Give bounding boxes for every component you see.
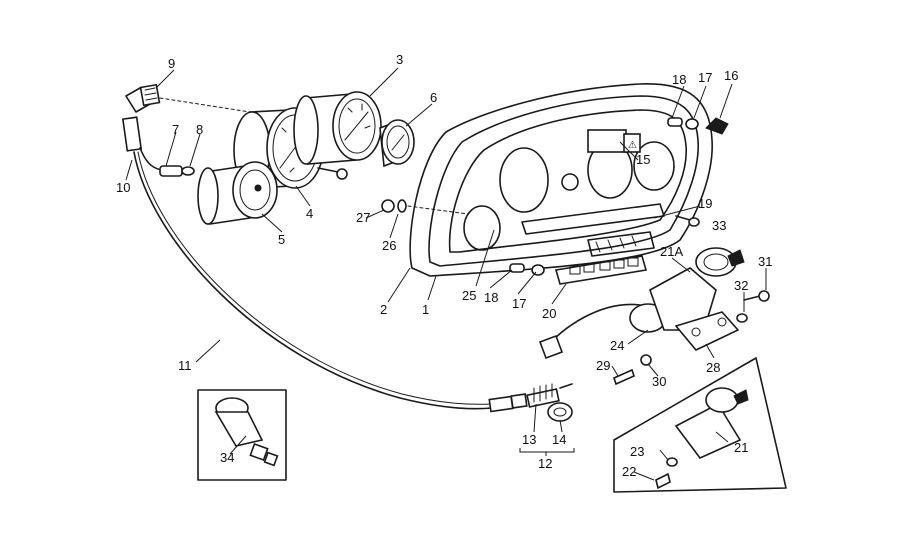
callout-2: 2 — [380, 302, 387, 317]
hazard-glyph: ⚠ — [628, 140, 637, 151]
aux-gauge — [197, 161, 278, 225]
callout-34: 34 — [220, 450, 234, 465]
callout-15: 15 — [636, 152, 650, 167]
callout-9: 9 — [168, 56, 175, 71]
drive-nut-14 — [547, 402, 573, 422]
indicator-lens-strip — [587, 231, 655, 257]
fastener-27-26 — [381, 199, 469, 215]
callout-30: 30 — [652, 374, 666, 389]
screw-33 — [675, 215, 700, 227]
callout-29: 29 — [596, 358, 610, 373]
callout-10: 10 — [116, 180, 130, 195]
callout-27: 27 — [356, 210, 370, 225]
switch-block — [554, 255, 648, 285]
callout-26: 26 — [382, 238, 396, 253]
callout-1: 1 — [422, 302, 429, 317]
callout-8: 8 — [196, 122, 203, 137]
callout-12: 12 — [538, 456, 552, 471]
rev-counter-gauge — [293, 91, 382, 165]
callout-31: 31 — [758, 254, 772, 269]
callout-18-low: 18 — [484, 290, 498, 305]
callout-6: 6 — [430, 90, 437, 105]
screws-31-32 — [736, 290, 770, 323]
callout-22: 22 — [622, 464, 636, 479]
callout-25: 25 — [462, 288, 476, 303]
callout-20: 20 — [542, 306, 556, 321]
callout-11: 11 — [178, 358, 192, 373]
callout-3: 3 — [396, 52, 403, 67]
gauge-bulb-holder — [317, 167, 348, 180]
speedometer-cable — [121, 83, 528, 413]
callout-18-top: 18 — [672, 72, 686, 87]
callout-17-low: 17 — [512, 296, 526, 311]
ignition-switch-21A — [538, 247, 745, 360]
callout-labels: 9 7 8 10 3 6 4 5 27 26 2 1 25 18 17 16 1… — [116, 52, 772, 479]
inset-box-bracket — [197, 389, 287, 481]
callout-14: 14 — [552, 432, 566, 447]
callout-7: 7 — [172, 122, 179, 137]
callout-13: 13 — [522, 432, 536, 447]
callout-24: 24 — [610, 338, 624, 353]
small-gauge — [379, 119, 415, 168]
inset-box-ignition — [613, 357, 787, 493]
callout-28: 28 — [706, 360, 720, 375]
callout-5: 5 — [278, 232, 285, 247]
callout-21: 21 — [734, 440, 748, 455]
callout-32: 32 — [734, 278, 748, 293]
callout-23: 23 — [630, 444, 644, 459]
callout-4: 4 — [306, 206, 313, 221]
callout-17-top: 17 — [698, 70, 712, 85]
callout-16: 16 — [724, 68, 738, 83]
screws-29-30 — [613, 354, 652, 386]
bulb-socket-7 — [139, 147, 195, 177]
bulb-18-17-right — [667, 117, 729, 135]
callout-19: 19 — [698, 196, 712, 211]
callout-21A: 21A — [660, 244, 683, 259]
callout-33: 33 — [712, 218, 726, 233]
leader-lines — [125, 67, 767, 481]
cable-drive-13 — [526, 383, 573, 408]
